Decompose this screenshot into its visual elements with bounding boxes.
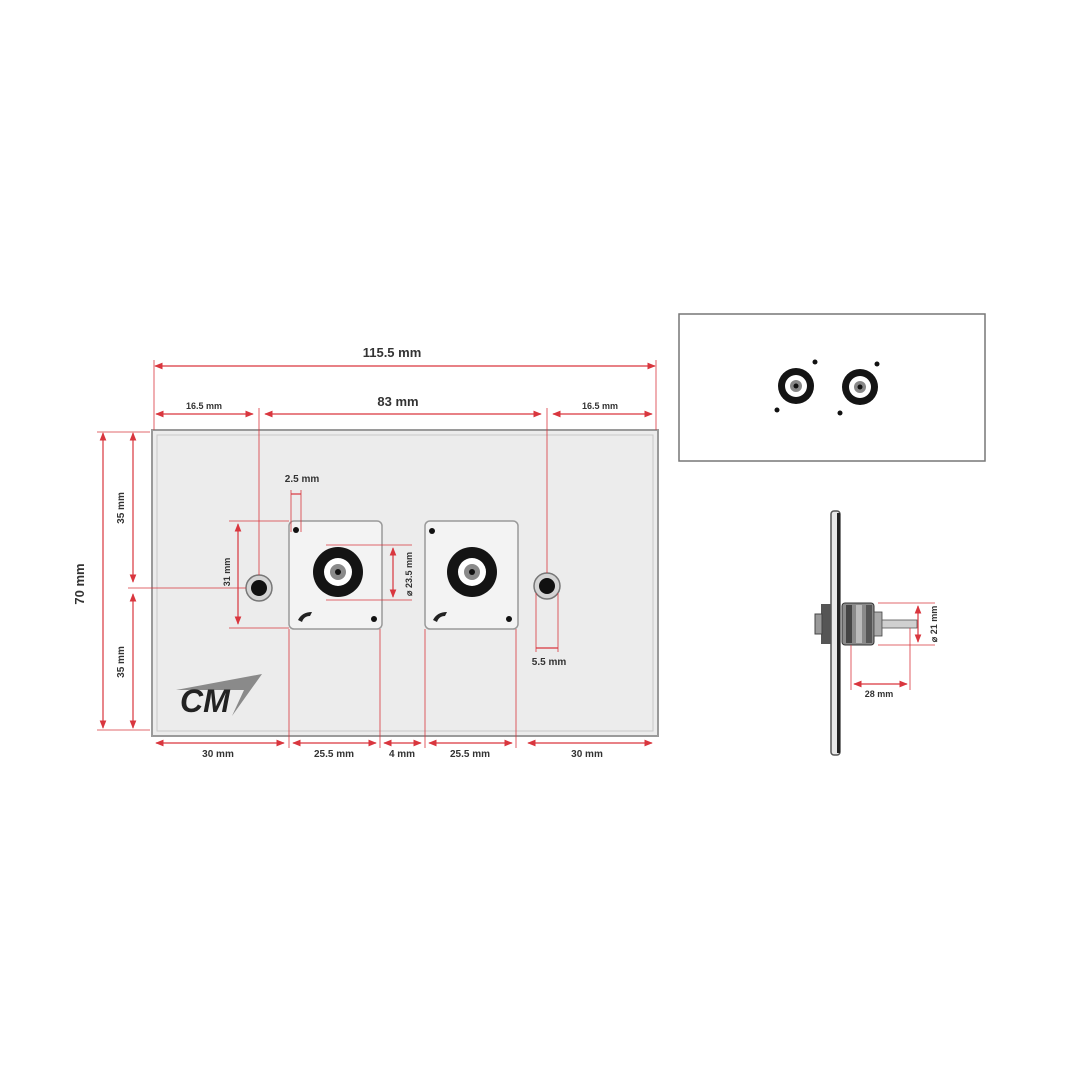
module-screw [371,616,377,622]
preview-screw [812,359,818,365]
dim-module-gap: 4 mm [389,749,415,760]
preview-screw [874,361,880,367]
wall-plate-bevel [156,434,654,732]
connector-module-1 [288,520,383,630]
dim-hole-diameter: 5.5 mm [532,657,567,668]
dim-screw-offset: 2.5 mm [285,474,320,485]
dim-left-offset: 16.5 mm [186,401,222,411]
mounting-hole-right [533,572,561,600]
dim-lower-half: 35 mm [116,646,127,678]
brand-mark [298,612,312,622]
preview-screw [837,410,843,416]
module-screw [429,528,435,534]
dim-module-width-1: 25.5 mm [314,749,354,760]
front-preview [678,313,986,462]
dim-depth: 28 mm [865,689,894,699]
dim-total-height: 70 mm [72,563,87,604]
brand-mark [433,612,447,622]
front-view: CM 115.5 mm 16.5 mm 83 mm 16.5 mm 70 mm … [72,345,659,760]
dim-connector-diameter: ⌀ 23.5 mm [404,552,414,596]
dim-hole-spacing: 83 mm [377,394,418,409]
dim-right-offset: 16.5 mm [582,401,618,411]
preview-screw [774,407,780,413]
side-view: ⌀ 21 mm 28 mm [814,510,939,756]
module-screw [506,616,512,622]
logo-text: CM [180,683,231,719]
dim-module-width-2: 25.5 mm [450,749,490,760]
cm-logo: CM [176,674,262,719]
dim-bottom-right: 30 mm [571,749,603,760]
dim-bottom-left: 30 mm [202,749,234,760]
side-pin [881,619,918,629]
dim-upper-half: 35 mm [116,492,127,524]
dim-total-width: 115.5 mm [363,345,422,360]
mounting-hole-left [245,574,273,602]
connector-module-2 [424,520,519,630]
dim-module-height: 31 mm [222,558,232,587]
dim-body-diameter: ⌀ 21 mm [929,606,939,642]
side-flange [821,604,831,644]
module-screw [293,527,299,533]
